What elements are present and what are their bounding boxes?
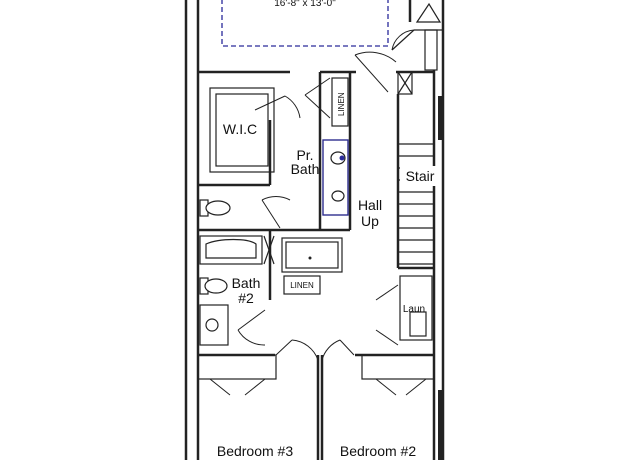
stair-label: Stair [406, 168, 435, 184]
laundry: Laun [375, 266, 434, 346]
bedroom3-label: Bedroom #3 [217, 443, 293, 459]
hall-linen-closet: LINEN [283, 275, 321, 295]
toilet-icon [199, 199, 231, 217]
bathtub-icon [199, 235, 263, 265]
bedroom2-label: Bedroom #2 [340, 443, 416, 459]
shower [281, 237, 343, 273]
bath2-label-line1: Bath [232, 275, 261, 291]
bedroom3-closet [197, 354, 277, 396]
laundry-label: Laun [403, 304, 425, 315]
wic-label: W.I.C [223, 121, 257, 137]
bath-2: Bath #2 [198, 228, 275, 346]
sink-icon [331, 190, 345, 202]
linen-vertical-label: LINEN [337, 92, 346, 116]
drain-icon [308, 256, 312, 260]
linen-horizontal-label: LINEN [290, 281, 314, 290]
window [438, 390, 444, 460]
bath2-label-line2: #2 [238, 290, 254, 306]
top-room: 16'-8" x 13'-0" [198, 0, 412, 74]
hall: Hall Up [354, 51, 434, 229]
faucet-icon [339, 155, 345, 161]
pr-bath-label-line1: Pr. [296, 147, 313, 163]
room-dimension: 16'-8" x 13'-0" [274, 0, 336, 9]
sink-icon [205, 318, 219, 332]
window [438, 96, 444, 140]
ceiling-outline [221, 0, 389, 47]
toilet-icon [199, 277, 228, 295]
primary-bath: LINEN Pr. Bath [261, 72, 352, 232]
stair: Stair [396, 71, 444, 268]
pr-bath-label-line2: Bath [291, 161, 320, 177]
sink-icon [330, 151, 346, 165]
vanity [199, 304, 229, 346]
bedroom-walls [198, 339, 434, 460]
hall-label-line2: Up [361, 213, 379, 229]
walk-in-closet: W.I.C [198, 87, 301, 187]
top-right-closet [391, 2, 443, 71]
hall-label-line1: Hall [358, 197, 382, 213]
bedroom2-closet [361, 354, 435, 396]
